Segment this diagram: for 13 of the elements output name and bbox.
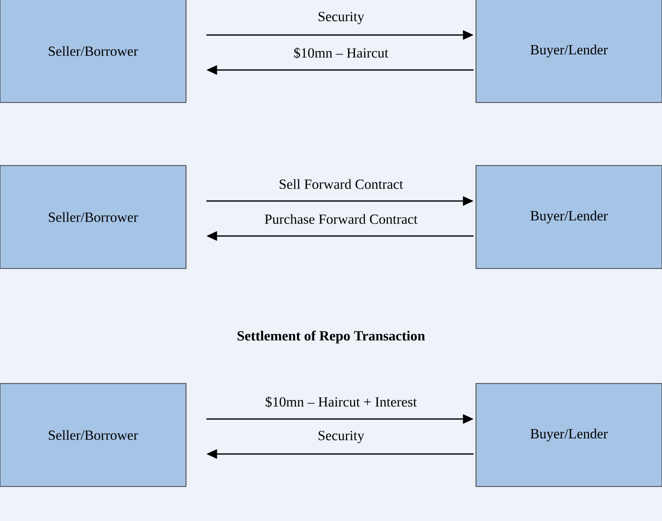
edge-label: Security — [316, 430, 366, 444]
edge-label: Purchase Forward Contract — [263, 212, 419, 226]
party-box: Buyer/Lender — [476, 165, 662, 269]
party-box: Buyer/Lender — [476, 0, 662, 103]
party-box: Buyer/Lender — [476, 383, 662, 487]
edge-label: Sell Forward Contract — [277, 178, 405, 190]
section-heading: Settlement of Repo Transaction — [238, 330, 425, 344]
edge-label: $10mn – Haircut — [292, 46, 390, 60]
edge-label: Security — [316, 10, 366, 26]
party-box: Seller/Borrower — [0, 165, 186, 269]
edge-label: $10mn – Haircut + Interest — [264, 395, 418, 409]
party-box: Seller/Borrower — [0, 0, 186, 103]
party-box: Seller/Borrower — [0, 383, 186, 487]
